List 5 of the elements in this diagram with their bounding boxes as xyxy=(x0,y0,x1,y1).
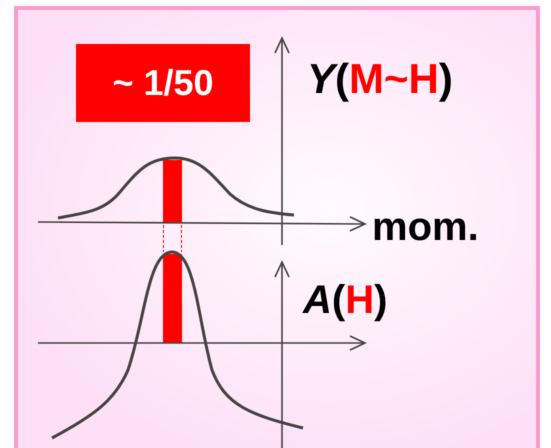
axis-label: Y(M~H) xyxy=(307,58,453,100)
ratio-box xyxy=(76,44,250,122)
axis-label: A(H) xyxy=(303,280,388,320)
ratio-text: ~ 1/50 xyxy=(112,62,214,104)
axis-label: mom. xyxy=(372,207,479,247)
